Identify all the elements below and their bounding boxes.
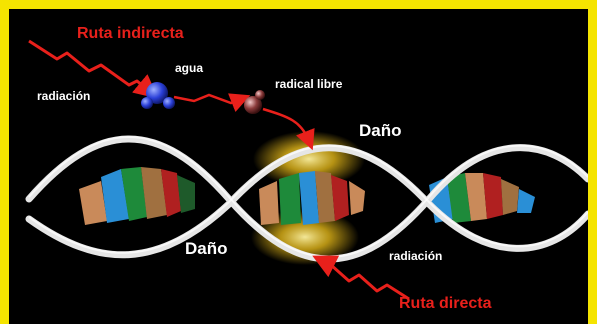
free-radical-icon bbox=[244, 90, 265, 114]
label-ruta-indirecta: Ruta indirecta bbox=[77, 25, 184, 43]
label-radical-libre: radical libre bbox=[275, 77, 342, 91]
dna-base-pairs bbox=[79, 167, 535, 225]
label-dano-top: Daño bbox=[359, 121, 402, 141]
radiation-bolt-bottom bbox=[323, 261, 409, 299]
diagram-frame: Ruta indirecta radiación agua radical li… bbox=[9, 9, 588, 324]
label-ruta-directa: Ruta directa bbox=[399, 295, 491, 313]
radiation-bolt-top bbox=[29, 41, 149, 91]
diagram-graphic bbox=[9, 9, 588, 324]
label-radiacion-bottom: radiación bbox=[389, 249, 442, 263]
reaction-path bbox=[174, 95, 241, 103]
label-dano-bottom: Daño bbox=[185, 239, 228, 259]
label-radiacion-top: radiación bbox=[37, 89, 90, 103]
water-molecule-icon bbox=[141, 82, 175, 109]
label-agua: agua bbox=[175, 61, 203, 75]
